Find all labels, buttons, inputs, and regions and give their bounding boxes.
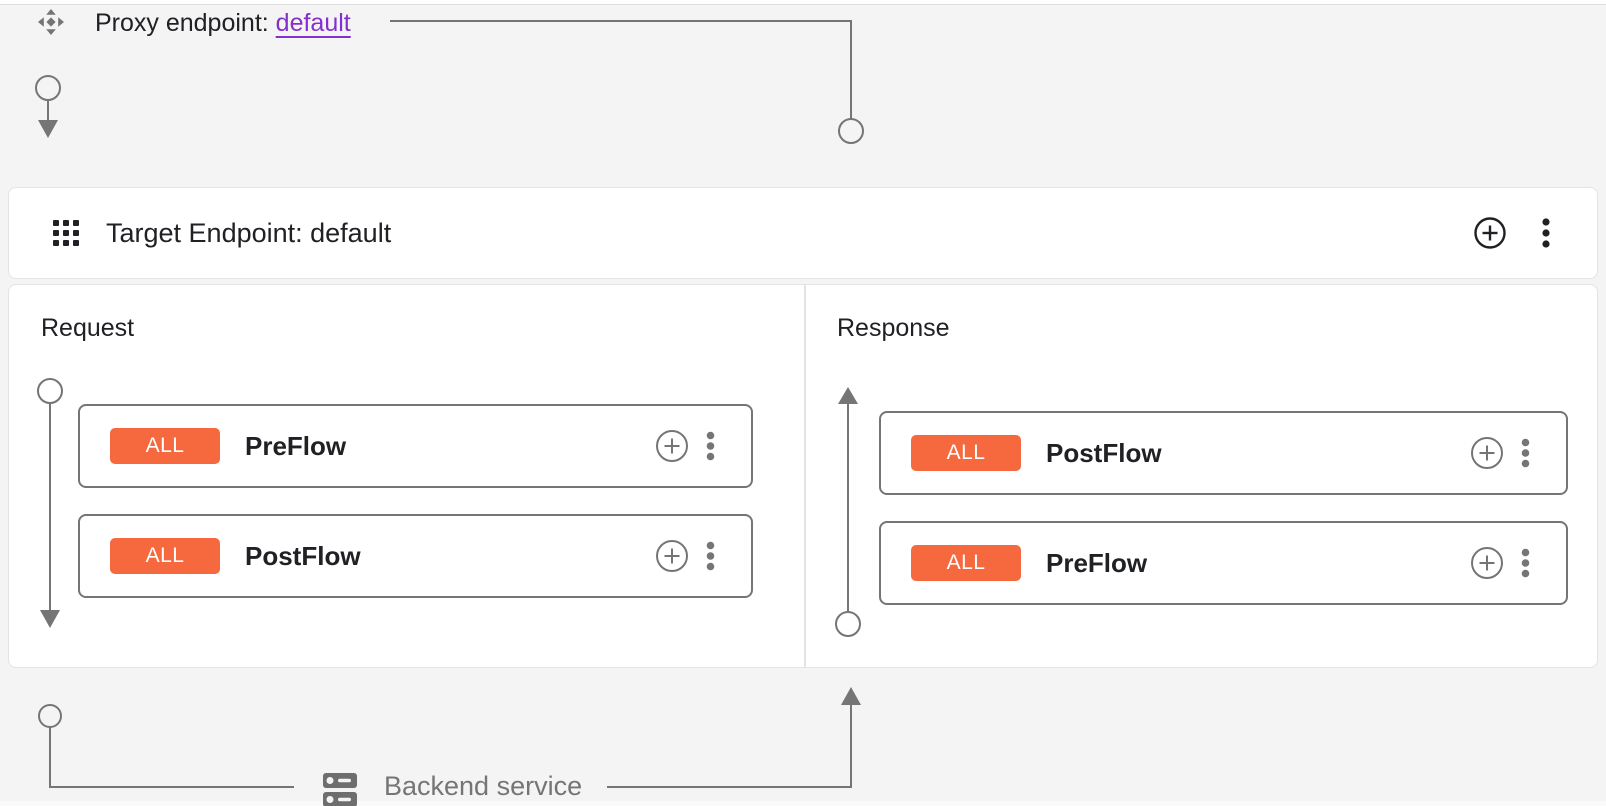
add-icon bbox=[1474, 217, 1506, 249]
proxy-endpoint-default-link[interactable]: default bbox=[275, 9, 351, 37]
condition-badge: ALL bbox=[911, 545, 1021, 581]
panel-divider bbox=[804, 285, 806, 667]
request-panel-title: Request bbox=[41, 314, 135, 342]
add-policy-button[interactable] bbox=[1470, 546, 1504, 580]
add-icon bbox=[656, 540, 688, 572]
flow-menu-button[interactable] bbox=[1521, 436, 1530, 470]
add-icon bbox=[1471, 547, 1503, 579]
kebab-menu-icon bbox=[1521, 548, 1530, 578]
flow-menu-button[interactable] bbox=[706, 539, 715, 573]
target-to-backend-connector bbox=[38, 704, 294, 788]
kebab-menu-icon bbox=[706, 431, 715, 461]
response-panel-title: Response bbox=[837, 314, 950, 342]
add-policy-button[interactable] bbox=[655, 539, 689, 573]
kebab-menu-icon bbox=[706, 541, 715, 571]
flow-card-request-preflow[interactable]: ALL PreFlow bbox=[78, 404, 753, 488]
add-policy-button[interactable] bbox=[1470, 436, 1504, 470]
flow-name: PreFlow bbox=[245, 430, 347, 461]
flow-name: PreFlow bbox=[1046, 547, 1148, 578]
flow-menu-button[interactable] bbox=[1521, 546, 1530, 580]
flow-card-response-preflow[interactable]: ALL PreFlow bbox=[879, 521, 1568, 605]
grid-icon bbox=[53, 220, 79, 246]
flow-card-response-postflow[interactable]: ALL PostFlow bbox=[879, 411, 1568, 495]
backend-to-response-connector bbox=[607, 687, 861, 788]
add-icon bbox=[1471, 437, 1503, 469]
proxy-endpoint-icon bbox=[38, 9, 64, 35]
flow-menu-button[interactable] bbox=[706, 429, 715, 463]
more-options-button[interactable] bbox=[1541, 216, 1551, 250]
add-flow-button[interactable] bbox=[1473, 216, 1507, 250]
condition-badge: ALL bbox=[110, 538, 220, 574]
top-edge-strip bbox=[0, 0, 1606, 5]
kebab-menu-icon bbox=[1521, 438, 1530, 468]
add-icon bbox=[656, 430, 688, 462]
kebab-menu-icon bbox=[1542, 218, 1550, 248]
add-policy-button[interactable] bbox=[655, 429, 689, 463]
proxy-to-target-connector bbox=[390, 20, 864, 144]
condition-badge: ALL bbox=[110, 428, 220, 464]
proxy-endpoint-label: Proxy endpoint: bbox=[95, 9, 269, 37]
flow-name: PostFlow bbox=[1046, 437, 1162, 468]
header-actions bbox=[1473, 216, 1551, 250]
flow-card-request-postflow[interactable]: ALL PostFlow bbox=[78, 514, 753, 598]
proxy-endpoint-out-connector bbox=[35, 75, 61, 138]
backend-service-label: Backend service bbox=[384, 771, 583, 801]
target-endpoint-header: Target Endpoint: default bbox=[8, 187, 1598, 279]
condition-badge: ALL bbox=[911, 435, 1021, 471]
flow-name: PostFlow bbox=[245, 540, 361, 571]
target-endpoint-title: Target Endpoint: default bbox=[106, 217, 392, 248]
backend-service-icon bbox=[323, 773, 357, 806]
bottom-edge-strip bbox=[0, 801, 1606, 806]
proxy-endpoint-row: Proxy endpoint: default bbox=[95, 9, 351, 37]
